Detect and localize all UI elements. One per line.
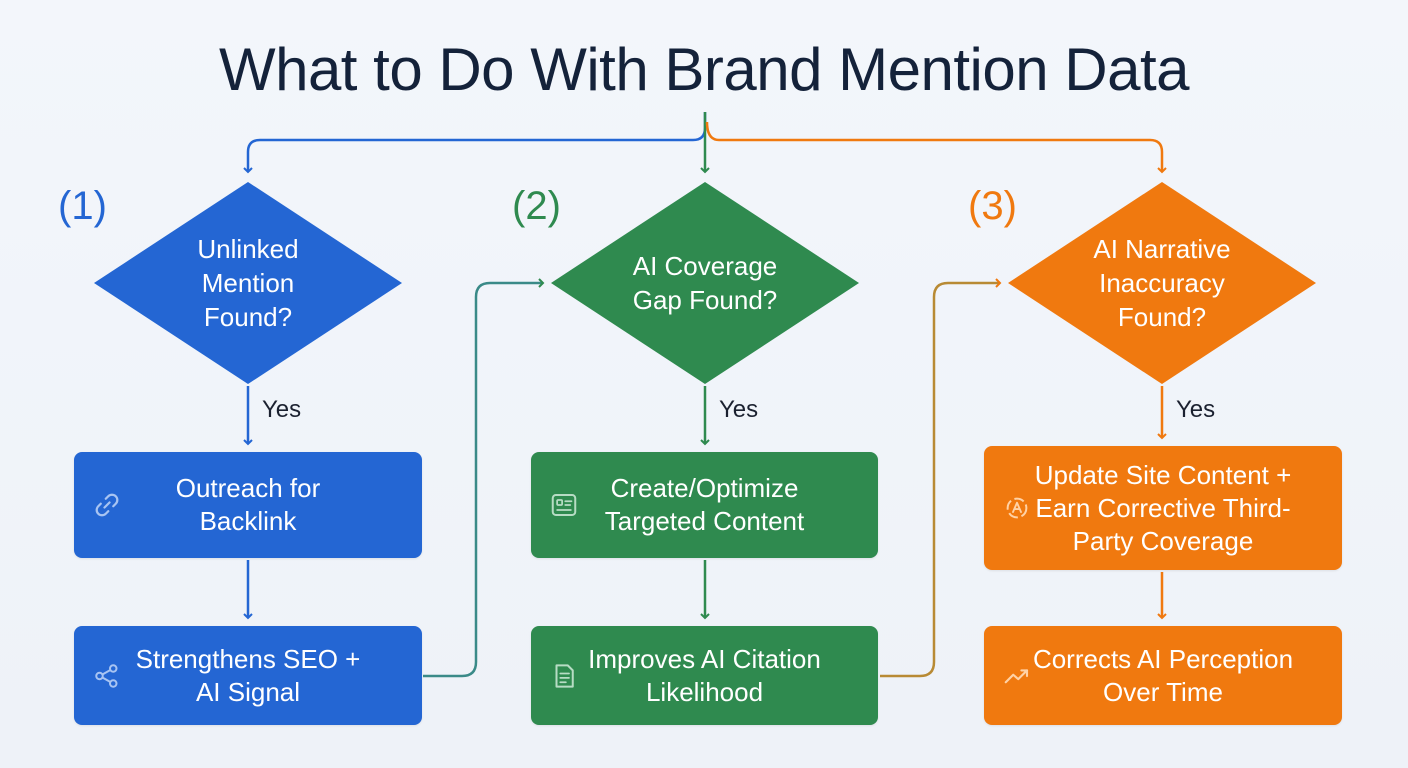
- result-label-2: Improves AI Citation Likelihood: [588, 643, 821, 707]
- document-icon: [555, 663, 574, 688]
- trend-up-icon: [1004, 668, 1029, 683]
- decision-diamond-3: [1008, 182, 1316, 384]
- action-label-2: Create/Optimize Targeted Content: [604, 473, 805, 536]
- link-connector-2-to-3: [880, 278, 1002, 678]
- action-box-1: Outreach for Backlink: [74, 452, 422, 558]
- action-box-3: Update Site Content + Earn Corrective Th…: [984, 446, 1342, 570]
- step-number-3: (3): [968, 184, 1017, 228]
- target-icon: [1006, 497, 1028, 519]
- link-icon: [95, 493, 119, 517]
- result-box-2: Improves AI Citation Likelihood: [531, 626, 878, 725]
- step-number-2: (2): [512, 184, 561, 228]
- result-box-3: Corrects AI Perception Over Time: [984, 626, 1342, 725]
- yes-label-2: Yes: [719, 396, 759, 423]
- result-box-1: Strengthens SEO + AI Signal: [74, 626, 422, 725]
- decision-question-3: AI Narrative Inaccuracy Found?: [1093, 234, 1231, 332]
- link-connector-1-to-2: [423, 278, 545, 678]
- branch-connector-1: [243, 112, 707, 174]
- content-card-icon: [551, 494, 577, 516]
- step-number-1: (1): [58, 184, 107, 228]
- result-label-1: Strengthens SEO + AI Signal: [135, 643, 361, 707]
- decision-diamond-1: [94, 182, 402, 384]
- page-title: What to Do With Brand Mention Data: [218, 36, 1190, 103]
- yes-label-3: Yes: [1176, 396, 1216, 423]
- decision-question-1: Unlinked Mention Found?: [197, 234, 299, 332]
- branch-connector-3: [705, 121, 1167, 174]
- decision-diamond-2: [551, 182, 859, 384]
- share-nodes-icon: [95, 663, 118, 688]
- yes-label-1: Yes: [262, 396, 302, 423]
- action-box-2: Create/Optimize Targeted Content: [531, 452, 878, 558]
- result-label-3: Corrects AI Perception Over Time: [1032, 643, 1294, 707]
- action-label-3: Update Site Content + Earn Corrective Th…: [1034, 459, 1292, 556]
- decision-question-2: AI Coverage Gap Found?: [632, 251, 778, 315]
- action-label-1: Outreach for Backlink: [175, 473, 321, 536]
